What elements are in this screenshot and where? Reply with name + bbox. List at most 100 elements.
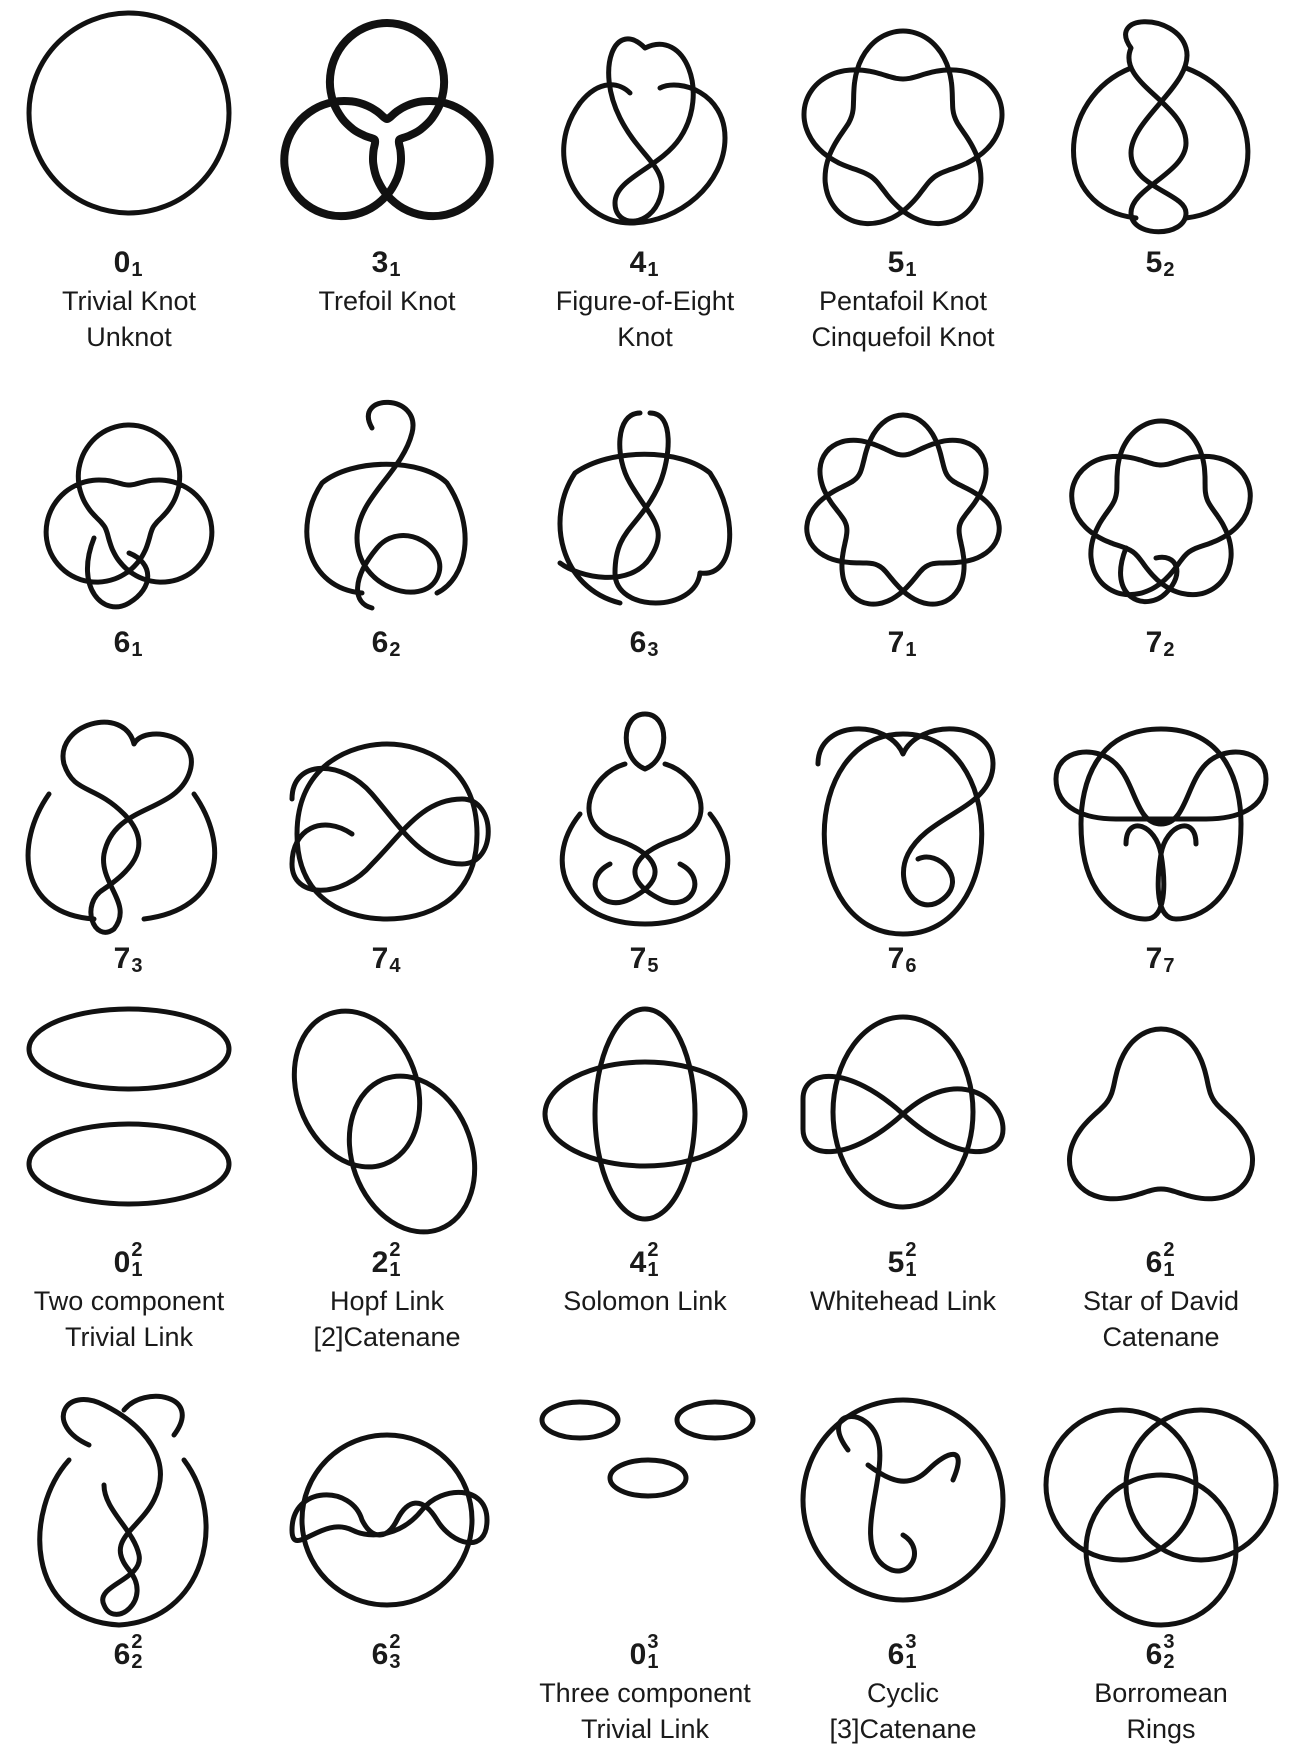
knot-cell: 52 xyxy=(1032,8,1290,360)
knot-cell: 621Star of DavidCatenane xyxy=(1032,1008,1290,1360)
knot-name: Pentafoil Knot xyxy=(774,284,1032,318)
knot74-diagram xyxy=(262,704,512,954)
crossing-number: 4 xyxy=(630,246,647,279)
knot-name: Two component xyxy=(0,1284,258,1318)
knot62-diagram xyxy=(262,388,512,638)
knot-strand xyxy=(1072,421,1251,595)
crossing-number: 5 xyxy=(888,1246,905,1279)
knot-strand xyxy=(292,768,488,890)
knot-name: [3]Catenane xyxy=(774,1712,1032,1746)
knot-strand xyxy=(677,1402,753,1438)
knot-index: 3 xyxy=(647,640,658,660)
knot73-diagram xyxy=(4,704,254,954)
knot-notation: 74 xyxy=(258,942,516,976)
knot75-diagram xyxy=(520,704,770,954)
component-count: 2 xyxy=(905,1240,916,1260)
crossing-number: 0 xyxy=(630,1638,647,1671)
knot-index: 1 xyxy=(131,1260,142,1280)
crossing-number: 7 xyxy=(888,626,905,659)
knot-notation: 75 xyxy=(516,942,774,976)
knot-name: Whitehead Link xyxy=(774,1284,1032,1318)
whitehead-diagram xyxy=(778,1004,1028,1254)
knot-strand xyxy=(29,1009,229,1089)
pentafoil-diagram xyxy=(778,8,1028,258)
two-ellipses-diagram xyxy=(4,1004,254,1254)
knot-index: 1 xyxy=(905,640,916,660)
crossing-number: 6 xyxy=(888,1638,905,1671)
cyclic3-diagram xyxy=(778,1390,1028,1640)
figure8-diagram xyxy=(520,8,770,258)
knot-notation: 021 xyxy=(0,1246,258,1280)
knot-strand xyxy=(562,814,728,924)
knot-name: Catenane xyxy=(1032,1320,1290,1354)
crossing-number: 7 xyxy=(114,942,131,975)
crossing-number: 7 xyxy=(1146,626,1163,659)
knot-notation: 622 xyxy=(0,1638,258,1672)
knot-name: Trivial Knot xyxy=(0,284,258,318)
crossing-number: 0 xyxy=(114,1246,131,1279)
knot-index: 1 xyxy=(647,260,658,280)
circle-diagram xyxy=(4,8,254,258)
knot-notation: 421 xyxy=(516,1246,774,1280)
knot-strand xyxy=(40,1396,206,1625)
knot-strand xyxy=(307,464,465,593)
knot-notation: 621 xyxy=(1032,1246,1290,1280)
component-count: 3 xyxy=(1163,1632,1174,1652)
crossing-number: 7 xyxy=(888,942,905,975)
knot-strand xyxy=(609,39,694,221)
knot-name: Three component xyxy=(516,1676,774,1710)
knot-cell: 41Figure-of-EightKnot xyxy=(516,8,774,360)
knot-strand xyxy=(545,1062,745,1166)
knot-notation: 77 xyxy=(1032,942,1290,976)
knot-name: Borromean xyxy=(1032,1676,1290,1710)
crossing-number: 5 xyxy=(888,246,905,279)
knot-cell: 01Trivial KnotUnknot xyxy=(0,8,258,360)
knot-index: 1 xyxy=(905,1260,916,1280)
knot-strand xyxy=(29,13,229,213)
knot-cell: 632BorromeanRings xyxy=(1032,1400,1290,1752)
knot-name: Rings xyxy=(1032,1712,1290,1746)
star-david-diagram xyxy=(1036,1004,1286,1254)
knot-name: Unknot xyxy=(0,320,258,354)
crossing-number: 6 xyxy=(630,626,647,659)
knot-index: 3 xyxy=(131,956,142,976)
crossing-number: 7 xyxy=(372,942,389,975)
link622-diagram xyxy=(4,1390,254,1640)
knot-index: 1 xyxy=(905,260,916,280)
crossing-number: 5 xyxy=(1146,246,1163,279)
knot-strand xyxy=(580,85,630,103)
knot-strand xyxy=(839,1417,959,1571)
borromean-diagram xyxy=(1036,1390,1286,1640)
knot-strand xyxy=(807,415,999,604)
knot-index: 2 xyxy=(1163,260,1174,280)
component-count: 2 xyxy=(131,1240,142,1260)
knot-name: Cyclic xyxy=(774,1676,1032,1710)
knot-strand xyxy=(589,764,701,903)
twist3-diagram xyxy=(1036,8,1286,258)
knot-cell: 031Three componentTrivial Link xyxy=(516,1400,774,1752)
crossing-number: 3 xyxy=(372,246,389,279)
knot-name: Trivial Link xyxy=(0,1320,258,1354)
crossing-number: 4 xyxy=(630,1246,647,1279)
crossing-number: 0 xyxy=(114,246,131,279)
knot-index: 1 xyxy=(389,260,400,280)
hopf-diagram xyxy=(262,1004,512,1254)
knot-index: 1 xyxy=(131,260,142,280)
knot-index: 2 xyxy=(131,1652,142,1672)
knot-strand xyxy=(1069,1029,1252,1199)
